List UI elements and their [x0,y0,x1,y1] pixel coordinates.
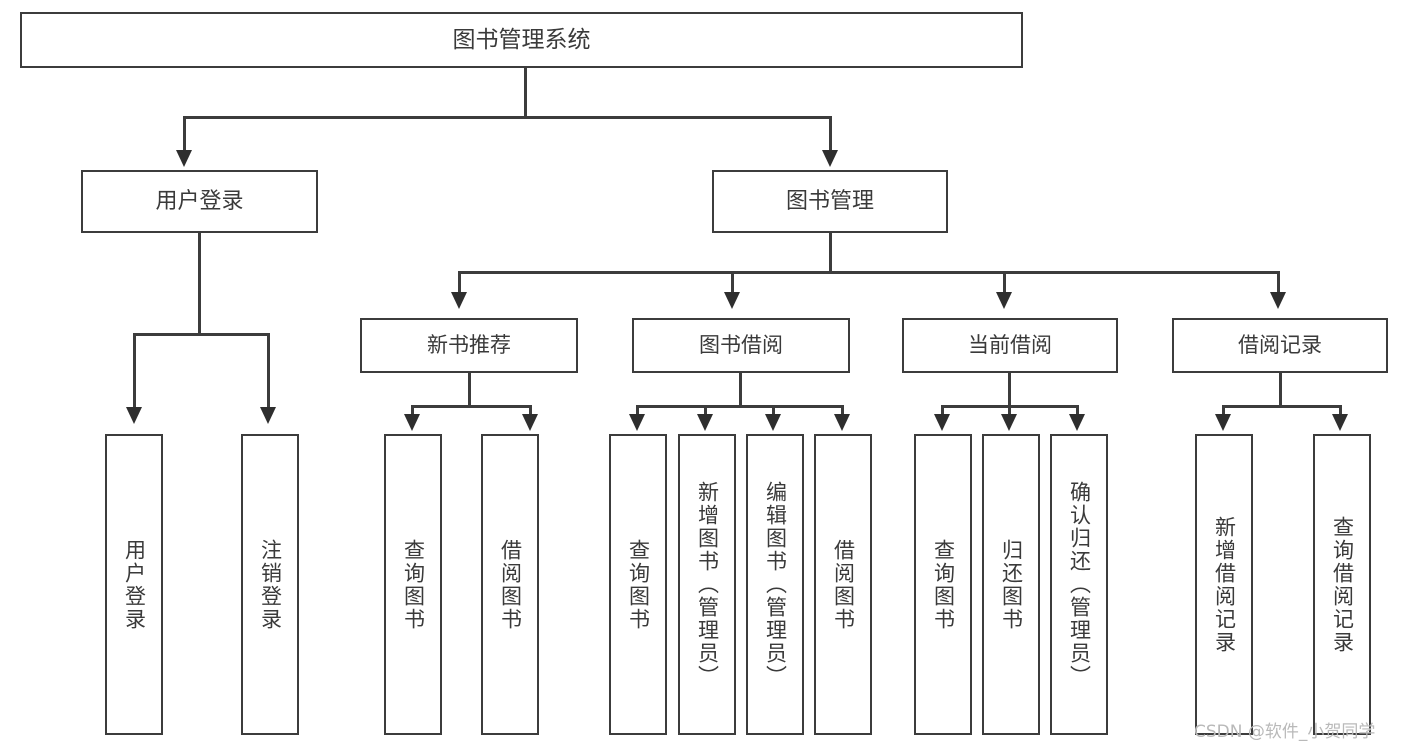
arrow-book-mgmt-to-record [1270,292,1286,309]
edge-book-borrow-to-leaf-1 [636,405,639,417]
edge-current-borrow-to-leaf-1 [941,405,944,417]
edge-user-login-to-leaf-1 [133,333,136,408]
edge-current-borrow-to-leaf-2 [1008,405,1011,417]
node-current-borrow[interactable]: 当前借阅 [902,318,1118,373]
leaf-new-book-borrow[interactable]: 借阅图书 [481,434,539,735]
arrow-borrow-record-to-leaf-2 [1332,414,1348,431]
leaf-current-borrow-return[interactable]: 归还图书 [982,434,1040,735]
leaf-current-borrow-confirm-return[interactable]: 确认归还（管理员） [1050,434,1108,735]
edge-new-book-to-leaf-2 [529,405,532,417]
node-label: 新增借阅记录 [1212,515,1237,654]
arrow-book-borrow-to-leaf-1 [629,414,645,431]
leaf-book-borrow-lend[interactable]: 借阅图书 [814,434,872,735]
edge-book-borrow-to-leaf-3 [772,405,775,417]
arrow-user-login-to-leaf-2 [260,407,276,424]
edge-book-mgmt-to-borrow [731,271,734,293]
node-label: 查询借阅记录 [1330,515,1355,654]
edge-current-borrow-to-leaf-3 [1076,405,1079,417]
node-label: 查询图书 [931,538,956,631]
arrow-root-to-user-login [176,150,192,167]
edge-root-to-book-mgmt [829,116,832,151]
arrow-root-to-book-mgmt [822,150,838,167]
leaf-new-book-query[interactable]: 查询图书 [384,434,442,735]
leaf-current-borrow-query[interactable]: 查询图书 [914,434,972,735]
node-new-book-recommend[interactable]: 新书推荐 [360,318,578,373]
edge-book-mgmt-stem [829,233,832,273]
edge-book-borrow-to-leaf-2 [704,405,707,417]
node-label: 确认归还（管理员） [1067,481,1092,688]
arrow-book-mgmt-to-current [996,292,1012,309]
node-label: 查询图书 [626,538,651,631]
edge-borrow-record-to-leaf-2 [1339,405,1342,417]
node-label: 借阅记录 [1238,333,1322,358]
edge-book-borrow-bar [636,405,844,408]
edge-book-borrow-to-leaf-4 [841,405,844,417]
edge-user-login-to-leaf-2 [267,333,270,408]
edge-book-borrow-stem [739,373,742,408]
node-label: 用户登录 [155,188,244,214]
edge-new-book-stem [468,373,471,408]
edge-user-login-bar [133,333,270,336]
node-label: 图书借阅 [699,333,783,358]
node-label: 编辑图书（管理员） [763,481,788,688]
arrow-current-borrow-to-leaf-1 [934,414,950,431]
arrow-book-borrow-to-leaf-2 [697,414,713,431]
edge-book-mgmt-to-new-book [458,271,461,293]
arrow-new-book-to-leaf-2 [522,414,538,431]
node-label: 当前借阅 [968,333,1052,358]
edge-root-stem [524,68,527,118]
leaf-borrow-record-add[interactable]: 新增借阅记录 [1195,434,1253,735]
arrow-current-borrow-to-leaf-2 [1001,414,1017,431]
node-root-system[interactable]: 图书管理系统 [20,12,1023,68]
arrow-book-borrow-to-leaf-4 [834,414,850,431]
node-label: 查询图书 [401,538,426,631]
node-user-login[interactable]: 用户登录 [81,170,318,233]
arrow-borrow-record-to-leaf-1 [1215,414,1231,431]
edge-book-mgmt-to-current [1003,271,1006,293]
node-label: 图书管理系统 [452,26,591,53]
edge-root-to-user-login [183,116,186,151]
node-label: 新增图书（管理员） [695,481,720,688]
arrow-book-borrow-to-leaf-3 [765,414,781,431]
node-label: 借阅图书 [498,538,523,631]
arrow-user-login-to-leaf-1 [126,407,142,424]
edge-borrow-record-to-leaf-1 [1222,405,1225,417]
node-label: 新书推荐 [427,333,511,358]
arrow-new-book-to-leaf-1 [404,414,420,431]
node-label: 注销登录 [258,538,283,631]
node-borrow-record[interactable]: 借阅记录 [1172,318,1388,373]
node-label: 图书管理 [785,188,874,214]
leaf-book-borrow-add[interactable]: 新增图书（管理员） [678,434,736,735]
edge-borrow-record-bar [1222,405,1342,408]
edge-book-mgmt-to-record [1277,271,1280,293]
edge-new-book-to-leaf-1 [411,405,414,417]
node-book-management[interactable]: 图书管理 [712,170,948,233]
edge-root-bar [183,116,831,119]
node-book-borrow[interactable]: 图书借阅 [632,318,850,373]
edge-new-book-bar [411,405,532,408]
arrow-book-mgmt-to-borrow [724,292,740,309]
leaf-user-login-login[interactable]: 用户登录 [105,434,163,735]
node-label: 借阅图书 [831,538,856,631]
arrow-book-mgmt-to-new-book [451,292,467,309]
leaf-user-login-logout[interactable]: 注销登录 [241,434,299,735]
edge-borrow-record-stem [1279,373,1282,408]
edge-user-login-stem [198,233,201,335]
node-label: 用户登录 [122,538,147,631]
node-label: 归还图书 [999,538,1024,631]
leaf-borrow-record-query[interactable]: 查询借阅记录 [1313,434,1371,735]
leaf-book-borrow-edit[interactable]: 编辑图书（管理员） [746,434,804,735]
edge-current-borrow-stem [1008,373,1011,408]
arrow-current-borrow-to-leaf-3 [1069,414,1085,431]
leaf-book-borrow-query[interactable]: 查询图书 [609,434,667,735]
edge-book-mgmt-bar [458,271,1280,274]
